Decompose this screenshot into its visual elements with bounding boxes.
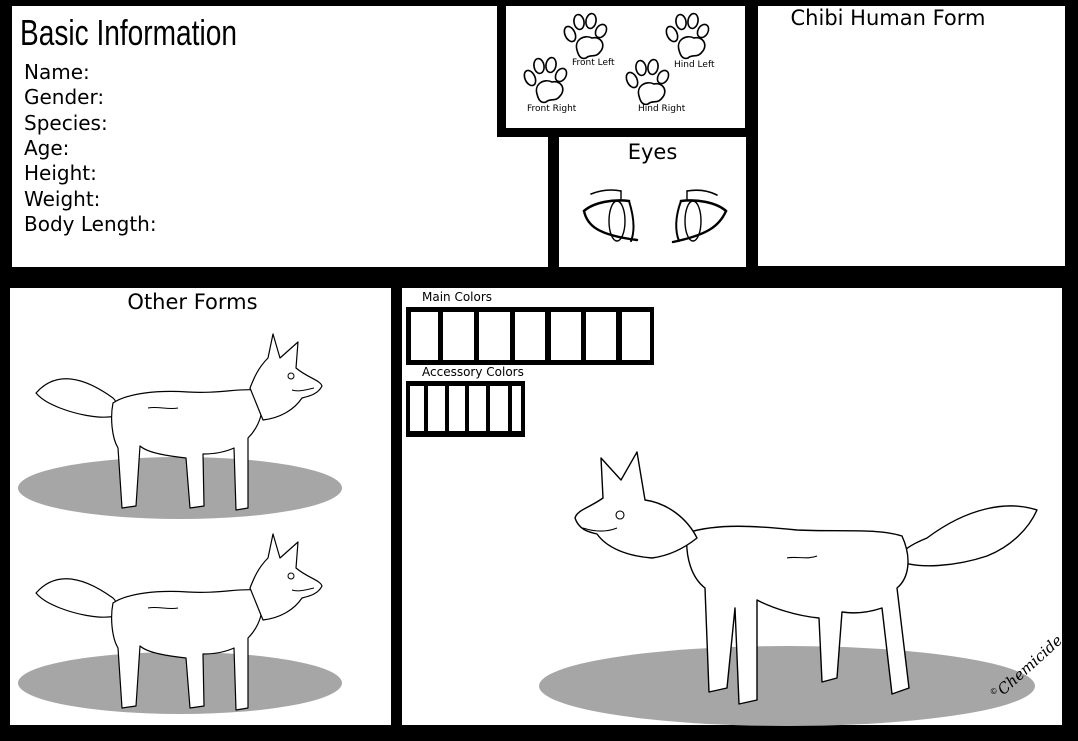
field-body-length[interactable]: Body Length: xyxy=(24,212,157,237)
field-height[interactable]: Height: xyxy=(24,161,97,186)
chibi-human-form-panel: Chibi Human Form xyxy=(758,6,1065,266)
eyes-panel: Eyes xyxy=(559,137,746,267)
main-color-swatch-2[interactable] xyxy=(443,312,474,360)
main-color-swatch-6[interactable] xyxy=(586,312,616,360)
wolf-lineart-form-2 xyxy=(18,533,342,714)
other-forms-title: Other Forms xyxy=(127,290,258,314)
field-species[interactable]: Species: xyxy=(24,111,108,136)
field-age-label: Age: xyxy=(24,135,70,160)
accessory-color-swatch-5[interactable] xyxy=(490,386,508,431)
paw-label-front-left: Front Left xyxy=(572,58,615,68)
main-colors-label: Main Colors xyxy=(422,290,493,304)
right-eye-icon xyxy=(671,189,728,244)
main-colors-swatch-strip xyxy=(406,307,654,365)
field-height-label: Height: xyxy=(24,161,97,186)
basic-info-panel-extension xyxy=(497,137,548,267)
field-body-length-label: Body Length: xyxy=(24,211,157,236)
paw-label-hind-left: Hind Left xyxy=(674,60,715,70)
main-color-swatch-5[interactable] xyxy=(551,312,581,360)
accessory-colors-swatch-strip xyxy=(406,381,525,437)
main-color-swatch-3[interactable] xyxy=(479,312,510,360)
other-forms-panel: Other Forms xyxy=(10,288,391,725)
accessory-color-swatch-1[interactable] xyxy=(410,386,424,431)
accessory-color-swatch-3[interactable] xyxy=(449,386,465,431)
eyes-title: Eyes xyxy=(627,140,678,164)
accessory-color-swatch-4[interactable] xyxy=(469,386,486,431)
accessory-colors-label: Accessory Colors xyxy=(422,365,524,379)
field-gender-label: Gender: xyxy=(24,85,105,110)
main-color-swatch-1[interactable] xyxy=(411,312,438,360)
basic-info-panel xyxy=(12,6,497,267)
field-name-label: Name: xyxy=(24,60,90,84)
main-form-panel: Main Colors Accessory Colors ©Chemicid xyxy=(402,288,1066,726)
basic-info-title: Basic Information xyxy=(20,12,237,53)
paw-label-hind-right: Hind Right xyxy=(638,104,686,114)
main-color-swatch-7[interactable] xyxy=(622,312,650,360)
wolf-lineart-main xyxy=(539,451,1038,726)
chibi-human-form-title: Chibi Human Form xyxy=(790,6,986,30)
field-name[interactable]: Name: xyxy=(24,60,90,85)
paw-print-icon xyxy=(625,58,670,106)
left-eye-icon xyxy=(582,189,639,242)
field-weight[interactable]: Weight: xyxy=(24,187,100,212)
paw-label-front-right: Front Right xyxy=(527,104,577,114)
accessory-color-swatch-6[interactable] xyxy=(512,386,521,431)
paw-print-icon xyxy=(665,12,710,60)
paws-panel: Front Left Hind Left Front Right Hind xyxy=(506,6,745,128)
field-weight-label: Weight: xyxy=(24,186,101,211)
field-gender[interactable]: Gender: xyxy=(24,85,104,110)
paw-print-icon xyxy=(563,12,608,60)
accessory-color-swatch-2[interactable] xyxy=(428,386,445,431)
field-species-label: Species: xyxy=(24,110,108,135)
main-color-swatch-4[interactable] xyxy=(515,312,545,360)
wolf-lineart-form-1 xyxy=(18,333,342,519)
paw-print-icon xyxy=(523,56,568,104)
field-age[interactable]: Age: xyxy=(24,136,69,161)
